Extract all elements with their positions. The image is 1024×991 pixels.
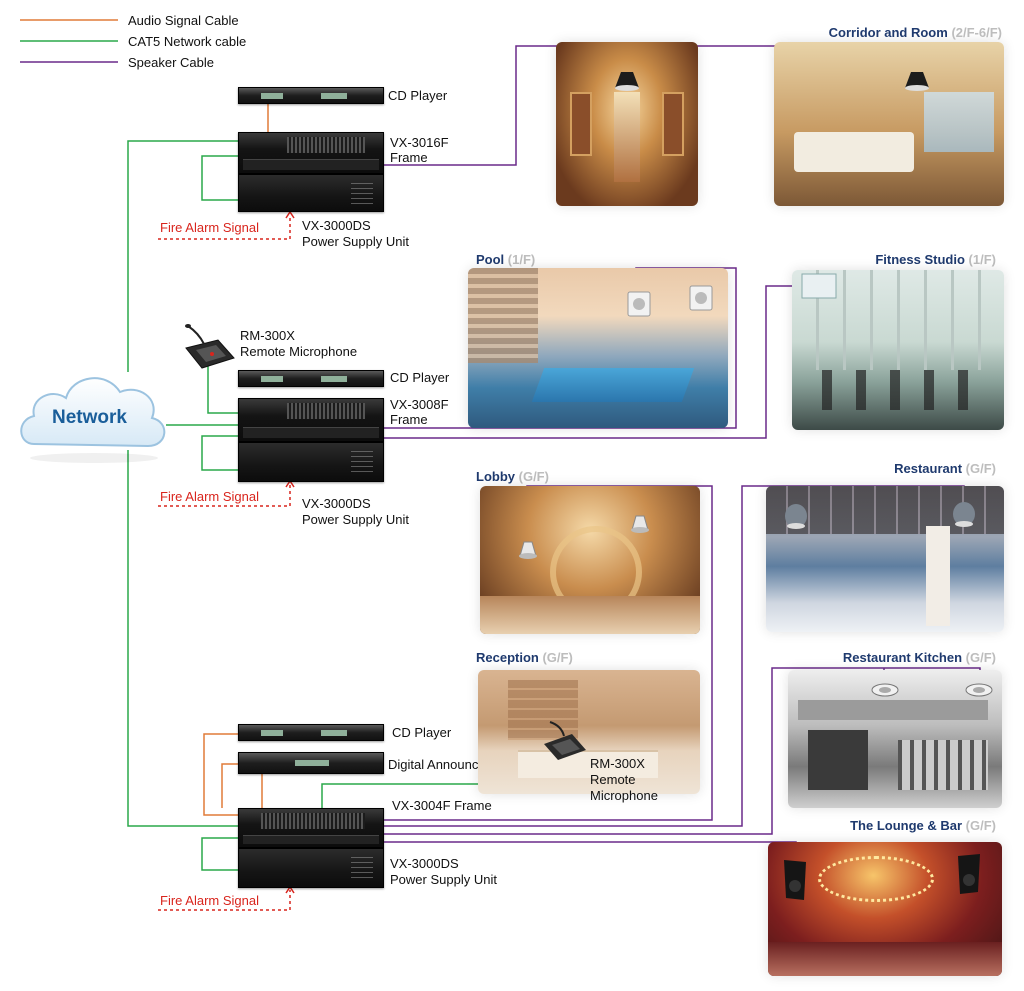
remote-mic-1-label-2: Remote Microphone (240, 344, 358, 359)
box-speaker-icon (784, 860, 806, 900)
ceiling-speaker-icon (631, 515, 649, 533)
pendant-speaker-icon (785, 504, 807, 529)
cloud-icon (20, 377, 166, 463)
vx-3008f-label-1: VX-3008F (390, 397, 449, 412)
zone-title-fitness: Fitness Studio (1/F) (875, 252, 996, 267)
zone-title-lounge: The Lounge & Bar (G/F) (850, 818, 996, 833)
zone-title-pool: Pool (1/F) (476, 252, 536, 267)
legend-speaker-label: Speaker Cable (128, 55, 214, 70)
wall-speaker-icon (801, 273, 837, 299)
legend-cat5-label: CAT5 Network cable (128, 34, 247, 49)
cd-player-1 (238, 87, 384, 104)
zone-title-lobby: Lobby (G/F) (476, 469, 549, 484)
psu-2 (238, 442, 384, 482)
remote-microphone-icon (185, 324, 235, 369)
psu-3-label-1: VX-3000DS (390, 856, 459, 871)
cd-player-2-label: CD Player (390, 370, 450, 385)
fire-alarm-label-3: Fire Alarm Signal (160, 893, 259, 908)
wall-speaker-icon (627, 291, 651, 317)
psu-1-label-1: VX-3000DS (302, 218, 371, 233)
ceiling-speaker-icon (519, 541, 537, 559)
zone-title-kitchen: Restaurant Kitchen (G/F) (842, 650, 996, 665)
ceiling-speaker-icon (615, 72, 639, 91)
remote-microphone-icon (544, 721, 586, 760)
fire-alarm-label-2: Fire Alarm Signal (160, 489, 259, 504)
vx-3008f-label-2: Frame (390, 412, 428, 427)
reception-photo (478, 670, 700, 794)
fire-alarm-arrows (285, 210, 295, 894)
cd-player-3-label: CD Player (392, 725, 452, 740)
psu-1 (238, 174, 384, 212)
audio-signal-cables (203, 104, 269, 816)
wall-speaker-icon (689, 285, 713, 311)
remote-mic-2-label-2: Remote (590, 772, 636, 787)
digital-announcer (238, 752, 384, 774)
vx-3016f-label-1: VX-3016F (390, 135, 449, 150)
psu-2-label-2: Power Supply Unit (302, 512, 409, 527)
fire-alarm-label-1: Fire Alarm Signal (160, 220, 259, 235)
psu-3-label-2: Power Supply Unit (390, 872, 497, 887)
psu-1-label-2: Power Supply Unit (302, 234, 409, 249)
remote-mic-2-label-3: Microphone (590, 788, 658, 803)
cd-player-3 (238, 724, 384, 741)
vx-3016f-label-2: Frame (390, 150, 428, 165)
psu-2-label-1: VX-3000DS (302, 496, 371, 511)
ceiling-speaker-icon (905, 72, 929, 91)
zone-title-restaurant: Restaurant (G/F) (894, 461, 996, 476)
vx-3004f-label: VX-3004F Frame (392, 798, 492, 813)
legend-audio-label: Audio Signal Cable (128, 13, 239, 28)
remote-mic-1-label-1: RM-300X (240, 328, 295, 343)
room-photo (774, 42, 1004, 206)
zone-title-corridor: Corridor and Room (2/F-6/F) (828, 25, 1002, 40)
psu-3 (238, 848, 384, 888)
pendant-speaker-icon (953, 502, 975, 527)
lobby-photo (480, 486, 700, 634)
remote-mic-2-label-1: RM-300X (590, 756, 645, 771)
digital-announcer-label: Digital Announcer (388, 757, 490, 772)
vx-3016f-frame (238, 132, 384, 174)
fire-alarm-lines (158, 215, 291, 911)
network-label: Network (52, 407, 127, 428)
ceiling-speaker-icon (871, 683, 899, 697)
cd-player-2 (238, 370, 384, 387)
ceiling-speaker-icon (965, 683, 993, 697)
corridor-photo (556, 42, 698, 206)
cd-player-1-label: CD Player (388, 88, 448, 103)
box-speaker-icon (958, 854, 980, 894)
vx-3004f-frame (238, 808, 384, 848)
vx-3008f-frame (238, 398, 384, 442)
zone-title-reception: Reception (G/F) (476, 650, 573, 665)
pool-photo (468, 268, 728, 428)
